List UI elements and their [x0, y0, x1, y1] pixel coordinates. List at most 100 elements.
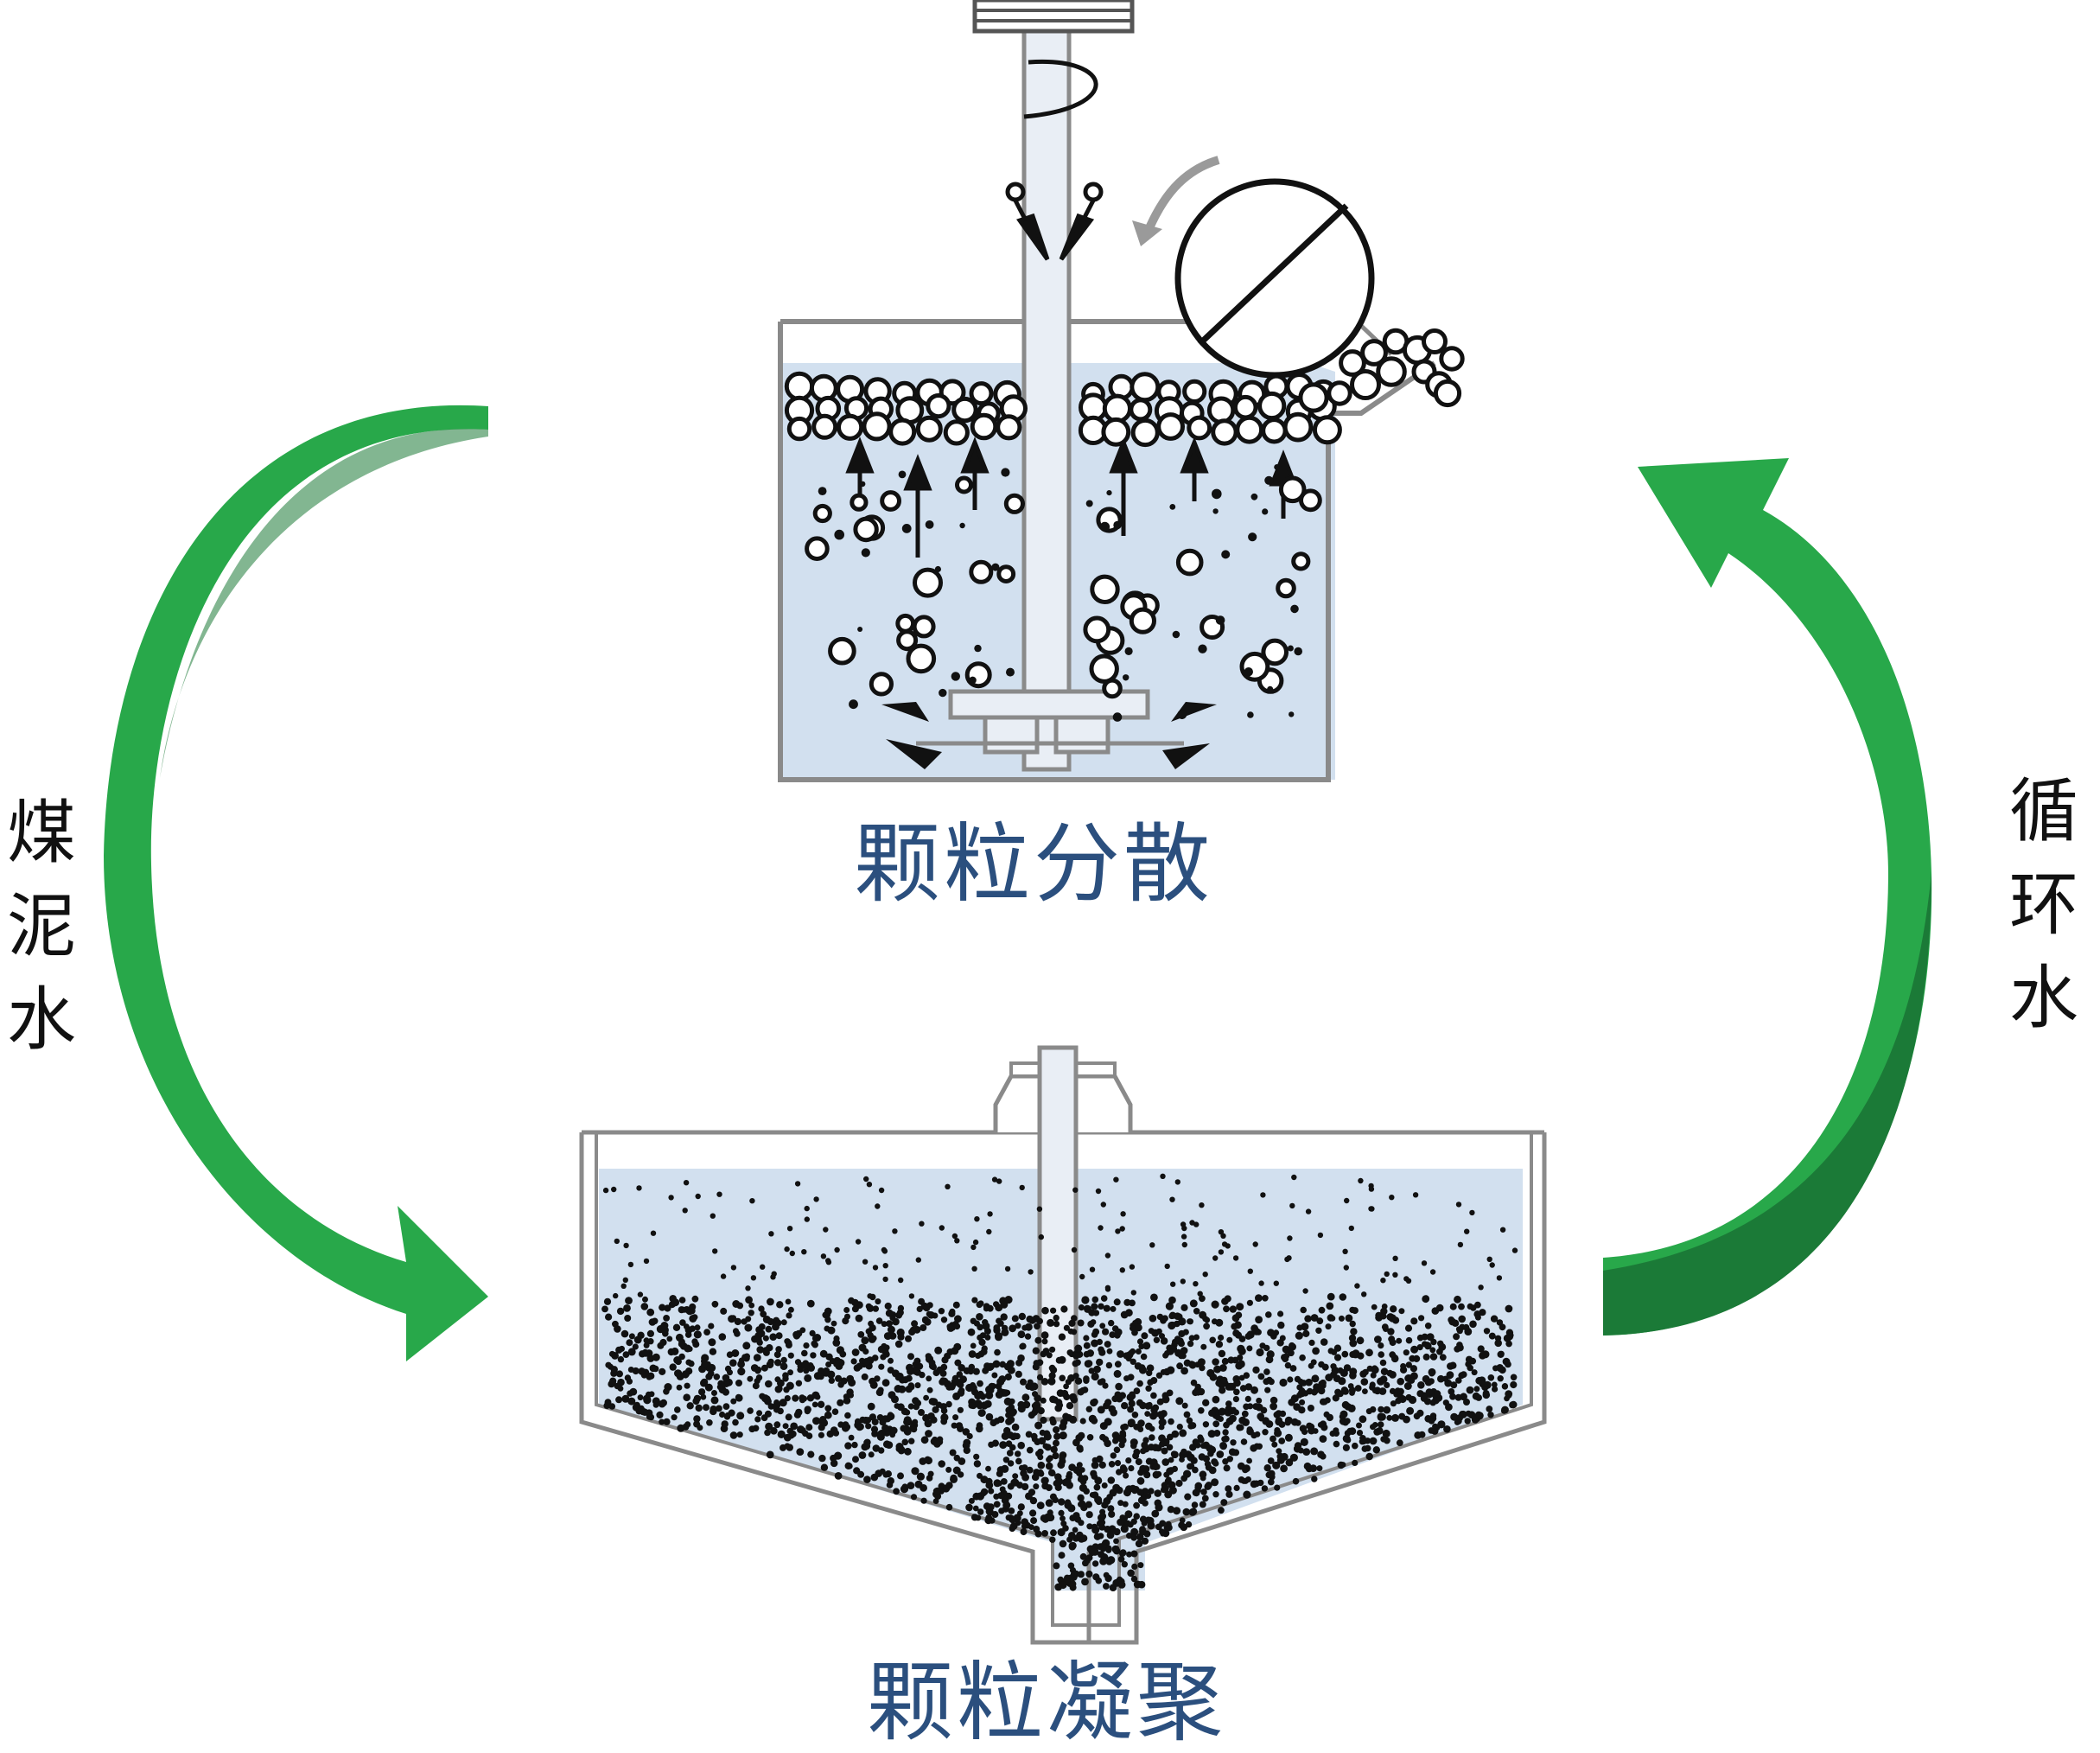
particle [1301, 1323, 1309, 1331]
particle [1021, 1482, 1029, 1491]
particle [883, 1332, 892, 1341]
particle [1168, 1313, 1175, 1320]
particle [837, 413, 864, 441]
particle [737, 1367, 746, 1376]
particle [1494, 1339, 1502, 1348]
particle [789, 1250, 795, 1257]
particle [627, 1348, 636, 1356]
particle [1119, 1267, 1126, 1273]
particle [1111, 1395, 1119, 1403]
particle [628, 1333, 635, 1340]
particle [1503, 1334, 1511, 1342]
particle [895, 613, 916, 634]
particle [1174, 1312, 1181, 1320]
particle [1130, 1575, 1138, 1583]
particle [1384, 1271, 1390, 1278]
particle [825, 1361, 832, 1367]
particle [1093, 1483, 1101, 1491]
particle [1199, 1501, 1206, 1508]
particle [1293, 1403, 1301, 1412]
particle [999, 1486, 1006, 1493]
particle [953, 1342, 962, 1351]
particle [1434, 1390, 1441, 1398]
particle [730, 1265, 737, 1271]
particle [617, 1386, 624, 1392]
particle [1380, 1367, 1389, 1375]
particle [633, 1335, 642, 1344]
particle [1037, 1448, 1044, 1456]
particle [977, 1508, 984, 1515]
particle [918, 1297, 926, 1305]
particle [762, 1335, 769, 1342]
particle [983, 1502, 991, 1510]
particle [1136, 1533, 1144, 1541]
particle [1268, 1378, 1275, 1386]
dispersion-caption: 颗粒分散 [854, 813, 1213, 915]
particle [1099, 1433, 1106, 1441]
particle [804, 1374, 812, 1382]
particle [1226, 1382, 1235, 1391]
particle [1212, 508, 1219, 514]
particle [1017, 1400, 1025, 1409]
particle [1416, 1390, 1424, 1398]
particle [856, 1362, 863, 1370]
particle [1130, 1325, 1136, 1332]
particle [1110, 1452, 1117, 1459]
particle [691, 1295, 699, 1303]
particle [1104, 1284, 1111, 1291]
particle [745, 1285, 751, 1291]
particle [1137, 1562, 1144, 1569]
particle [1263, 1368, 1270, 1375]
particle [1198, 644, 1207, 653]
particle [1220, 1376, 1228, 1384]
particle [1232, 1255, 1239, 1261]
particle [1091, 1296, 1099, 1304]
rotation-icon [1023, 59, 1098, 119]
particle [1063, 1324, 1070, 1331]
particle [876, 1414, 884, 1421]
particle [1129, 1391, 1136, 1399]
particle [1171, 1450, 1179, 1459]
particle [1163, 1471, 1170, 1478]
particle [834, 529, 844, 540]
particle [1458, 1303, 1465, 1310]
particle [1002, 1457, 1010, 1463]
particle [1421, 1260, 1428, 1266]
particle [877, 1345, 886, 1354]
particle [824, 1411, 832, 1419]
particle [907, 1367, 914, 1375]
particle [1225, 1490, 1233, 1498]
particle [1011, 1432, 1019, 1440]
particle [1349, 1372, 1357, 1380]
particle [658, 1399, 666, 1408]
particle [1109, 1488, 1117, 1497]
particle [1047, 1469, 1056, 1477]
particle [1433, 1396, 1441, 1404]
particle [1416, 1409, 1424, 1417]
particle [1358, 1177, 1364, 1184]
particle [1128, 1465, 1135, 1472]
particle [1091, 1461, 1099, 1469]
particle [1211, 418, 1238, 446]
particle [1079, 1552, 1087, 1560]
particle [1068, 1542, 1076, 1549]
particle [1058, 1509, 1065, 1516]
particle [1304, 1315, 1312, 1323]
particle [1113, 1527, 1121, 1536]
particle [643, 1258, 650, 1265]
particle [1238, 1374, 1245, 1381]
particle [1020, 1528, 1028, 1536]
particle [1380, 1278, 1386, 1284]
particle [1422, 328, 1448, 354]
particle [830, 1459, 838, 1468]
particle [1511, 1247, 1518, 1253]
particle [773, 1351, 781, 1359]
particle [632, 1343, 639, 1350]
particle [1092, 1310, 1100, 1316]
particle [988, 1382, 996, 1391]
particle [1091, 1372, 1099, 1381]
particle [1209, 1373, 1218, 1381]
particle [837, 1421, 844, 1428]
particle [732, 1418, 739, 1426]
particle [1152, 1463, 1159, 1470]
